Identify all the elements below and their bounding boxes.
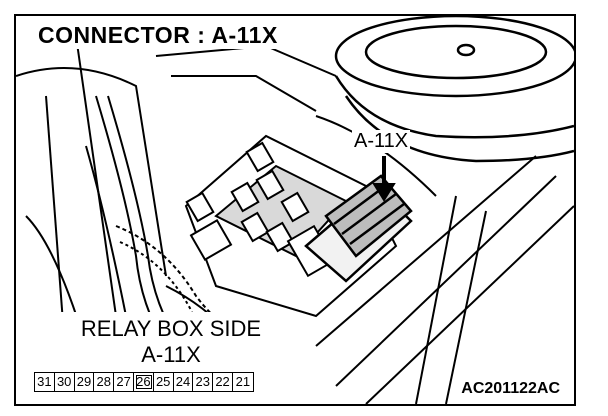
pin-cell: 25 — [154, 373, 174, 391]
figure-frame: CONNECTOR : A-11X A-11X RELAY BOX SIDE A… — [14, 14, 576, 406]
connector-title: CONNECTOR : A-11X — [34, 22, 282, 49]
relay-box-side-panel — [16, 312, 298, 404]
pin-cell: 28 — [94, 373, 115, 391]
pin-cell: 21 — [235, 374, 251, 389]
pin-cell: 31 — [35, 373, 55, 391]
engine-bay-illustration — [16, 16, 574, 404]
figure-code: AC201122AC — [461, 380, 560, 397]
pin-cell: 27 — [114, 373, 134, 391]
pin-cell: 30 — [55, 373, 75, 391]
pin-cell: 24 — [174, 373, 194, 391]
relay-box-side-title: RELAY BOX SIDE — [80, 316, 262, 341]
connector-pin-row: 31 30 29 28 27 26 25 24 23 22 21 — [34, 372, 254, 392]
relay-box-side-connector: A-11X — [141, 342, 201, 367]
pin-cell-highlighted: 26 — [134, 373, 154, 391]
pin-cell: 23 — [193, 373, 214, 391]
pin-cell: 22 — [213, 373, 233, 391]
pin-cell: 29 — [75, 373, 95, 391]
callout-arrow — [372, 156, 396, 202]
round-component — [334, 16, 574, 163]
connector-callout-label: A-11X — [352, 130, 411, 153]
